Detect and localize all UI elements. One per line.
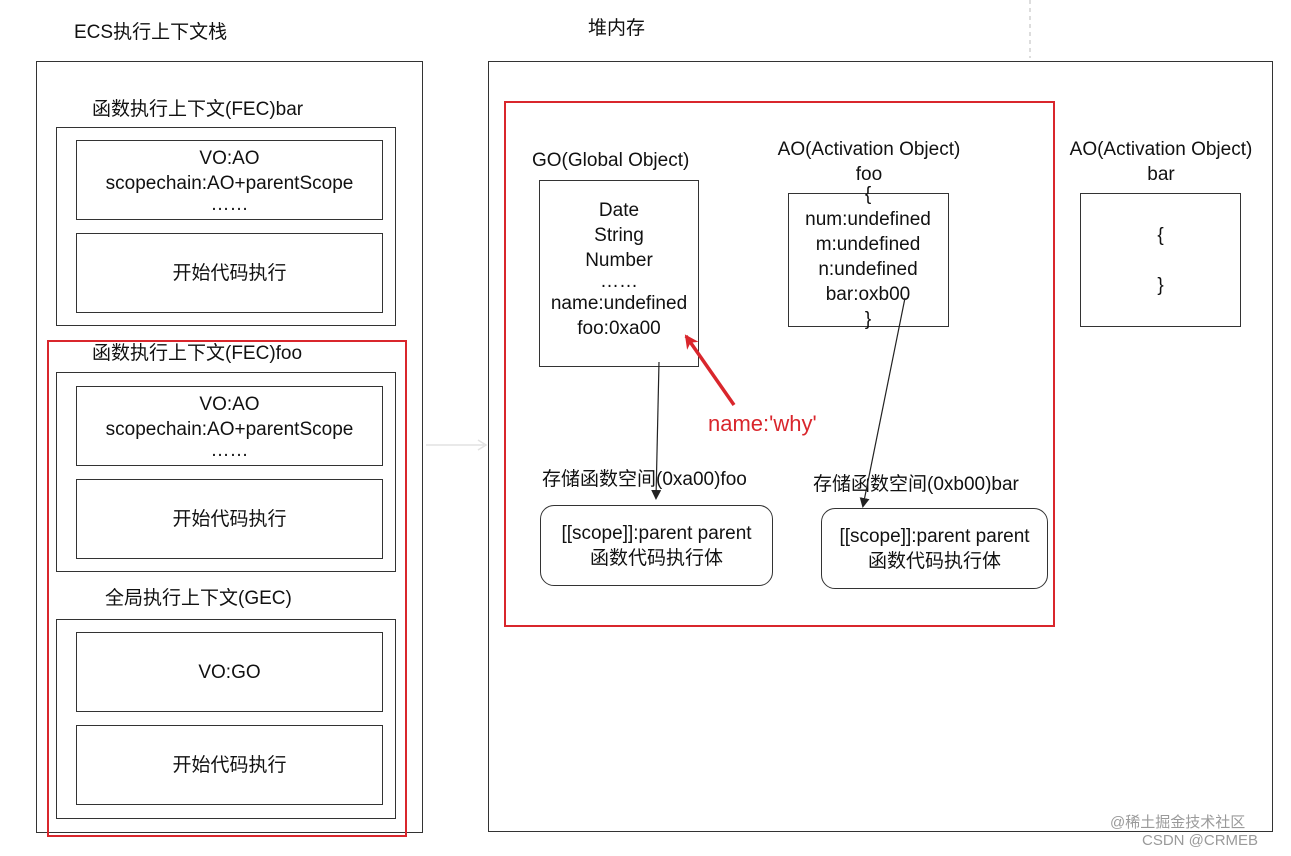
fec-bar-vo-line: VO:AO (199, 148, 260, 169)
foo-space-box: [[scope]]:parent parent 函数代码执行体 (540, 505, 773, 586)
ao-foo-n: n:undefined (818, 259, 918, 280)
ao-foo-bar: bar:oxb00 (825, 284, 911, 305)
bar-space-box: [[scope]]:parent parent 函数代码执行体 (821, 508, 1048, 589)
go-box: Date String Number …… name:undefined foo… (539, 180, 699, 367)
ao-foo-heading: AO(Activation Object) foo (760, 137, 978, 187)
ao-bar-title: AO(Activation Object) (1069, 139, 1253, 160)
fec-bar-vo-box: VO:AO scopechain:AO+parentScope …… (76, 140, 383, 220)
foo-space-title: 存储函数空间(0xa00)foo (542, 469, 747, 490)
ao-foo-title: AO(Activation Object) (777, 139, 961, 160)
gec-title: 全局执行上下文(GEC) (105, 588, 292, 609)
fec-bar-ellipsis: …… (210, 194, 249, 215)
fec-foo-exec-box: 开始代码执行 (76, 479, 383, 559)
ao-foo-open-brace: { (864, 184, 872, 205)
fec-bar-exec-label: 开始代码执行 (172, 262, 287, 284)
go-line-foo: foo:0xa00 (577, 318, 661, 339)
heap-title: 堆内存 (588, 18, 646, 39)
fec-foo-exec-label: 开始代码执行 (172, 508, 287, 530)
go-line-string: String (594, 225, 644, 246)
gec-vo-label: VO:GO (198, 661, 261, 683)
go-line-name: name:undefined (550, 293, 688, 314)
ao-bar-box: { } (1080, 193, 1241, 327)
watermark-csdn: CSDN @CRMEB (1142, 832, 1259, 849)
bar-space-scope: [[scope]]:parent parent (839, 525, 1030, 547)
ao-foo-content: { num:undefined m:undefined n:undefined … (778, 182, 958, 332)
ecs-highlight-frame (47, 340, 407, 837)
ao-foo-m: m:undefined (815, 234, 921, 255)
name-why-arrow (684, 334, 736, 406)
fec-foo-ellipsis: …… (210, 440, 249, 461)
bar-space-body: 函数代码执行体 (867, 550, 1001, 572)
fec-foo-title: 函数执行上下文(FEC)foo (92, 343, 303, 364)
foo-space-body: 函数代码执行体 (589, 547, 723, 569)
ao-bar-close-brace: } (1157, 274, 1164, 296)
go-line-number: Number (585, 250, 653, 271)
heap-highlight-frame (504, 101, 1055, 627)
ao-foo-to-bar-space-arrow (859, 297, 906, 508)
go-to-foo-space-arrow (651, 361, 662, 500)
fec-foo-vo-line: VO:AO (199, 394, 260, 415)
fec-foo-vo-box: VO:AO scopechain:AO+parentScope …… (76, 386, 383, 466)
ao-foo-close-brace: } (864, 309, 872, 330)
fec-foo-scope-line: scopechain:AO+parentScope (105, 419, 354, 440)
go-title: GO(Global Object) (532, 150, 690, 171)
stack-heap-connector-head (477, 439, 488, 451)
fec-bar-scope-line: scopechain:AO+parentScope (105, 173, 354, 194)
ao-bar-subtitle: bar (1147, 164, 1175, 185)
fec-bar-exec-box: 开始代码执行 (76, 233, 383, 313)
go-line-date: Date (598, 200, 640, 221)
ao-bar-heading: AO(Activation Object) bar (1052, 137, 1270, 187)
go-line-ellipsis: …… (600, 271, 638, 292)
gec-exec-box: 开始代码执行 (76, 725, 383, 805)
ao-bar-open-brace: { (1157, 224, 1164, 246)
ao-foo-box (788, 193, 949, 327)
gec-exec-label: 开始代码执行 (172, 754, 287, 776)
watermark-juejin: @稀土掘金技术社区 (1110, 814, 1246, 831)
ecs-title: ECS执行上下文栈 (74, 22, 228, 43)
gec-vo-box: VO:GO (76, 632, 383, 712)
foo-space-scope: [[scope]]:parent parent (561, 522, 752, 544)
ao-foo-subtitle: foo (855, 164, 883, 185)
bar-space-title: 存储函数空间(0xb00)bar (813, 474, 1019, 495)
fec-bar-title: 函数执行上下文(FEC)bar (92, 99, 304, 120)
name-why-annotation: name:'why' (708, 411, 817, 436)
ao-foo-num: num:undefined (805, 209, 931, 230)
